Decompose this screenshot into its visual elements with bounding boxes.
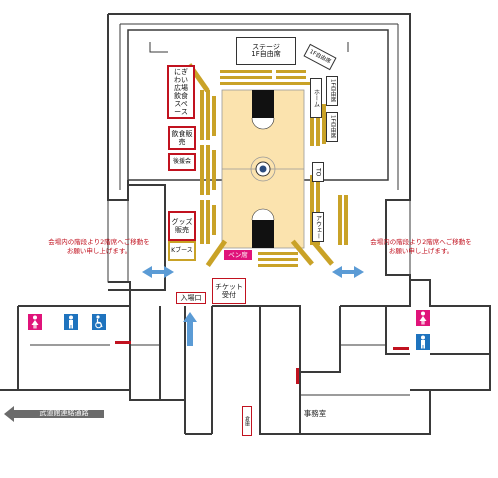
free-seat-right-2-text: 1F自由席: [329, 115, 336, 139]
office-label: 事務室: [295, 410, 335, 418]
goods-sales-box: グッズ販売: [168, 211, 196, 241]
bottom-room-text: 倉庫: [244, 416, 250, 426]
bottom-room-box: 倉庫: [242, 406, 252, 436]
food-sales-box: 飲食販売: [168, 126, 196, 150]
men-restroom-icon: [64, 314, 78, 330]
entrance-text: 入場口: [180, 294, 202, 302]
to-label: TO: [312, 162, 324, 182]
pen-seat-text: ペン席: [228, 251, 248, 259]
note-right: 会場内の階段より2階席へご移動を お願い申し上げます。: [356, 238, 486, 256]
kids-booth-box: Kブース: [168, 241, 196, 261]
stage-seat-text: 1F自由席: [251, 50, 281, 58]
door-markers: [115, 341, 409, 384]
free-seat-right-1-text: 1F自由席: [329, 79, 336, 103]
eating-space-box: にぎわい広場飲食スペース: [167, 65, 195, 119]
ticket-box: チケット受付: [212, 278, 246, 304]
women-restroom-icon: [28, 314, 42, 330]
accessible-restroom-icon: [92, 314, 106, 330]
entrance-box: 入場口: [176, 292, 206, 304]
note-right-line-1: 会場内の階段より2階席へご移動を: [370, 238, 472, 246]
stage-label: ステージ 1F自由席: [236, 37, 296, 65]
support-club-box: 後援会: [168, 153, 196, 171]
arrow-both-icon: [142, 266, 174, 278]
to-text: TO: [314, 167, 322, 177]
away-label: アウェー: [312, 212, 324, 242]
women-restroom-icon: [416, 310, 430, 326]
arrow-both-icon: [332, 266, 364, 278]
pen-seat-label: ペン席: [224, 250, 252, 260]
eating-space-text: にぎわい広場飲食スペース: [174, 68, 188, 116]
away-text: アウェー: [314, 215, 322, 239]
ticket-text: チケット受付: [215, 283, 243, 299]
men-restroom-icon: [416, 334, 430, 350]
support-club-text: 後援会: [172, 158, 191, 165]
arrow-left-icon: [4, 406, 104, 422]
goods-sales-text: グッズ販売: [171, 218, 193, 234]
free-seat-right-1: 1F自由席: [326, 76, 338, 106]
home-label: ホーム: [310, 78, 322, 118]
food-sales-text: 飲食販売: [171, 130, 193, 146]
note-right-line-2: お願い申し上げます。: [388, 247, 454, 255]
home-text: ホーム: [312, 89, 320, 107]
walkway-label: 武道館連絡通路: [26, 409, 102, 417]
free-seat-right-2: 1F自由席: [326, 112, 338, 142]
office-text: 事務室: [303, 409, 327, 418]
walkway-text: 武道館連絡通路: [39, 409, 89, 417]
stage-text: ステージ: [252, 43, 280, 51]
note-left-line-1: 会場内の階段より2階席へご移動を: [48, 238, 150, 246]
basketball-court: [221, 89, 305, 249]
kids-booth-text: Kブース: [171, 247, 193, 254]
arrow-up-icon: [183, 312, 197, 346]
note-left-line-2: お願い申し上げます。: [66, 247, 132, 255]
note-left: 会場内の階段より2階席へご移動を お願い申し上げます。: [34, 238, 164, 256]
building-walls: [0, 13, 491, 435]
